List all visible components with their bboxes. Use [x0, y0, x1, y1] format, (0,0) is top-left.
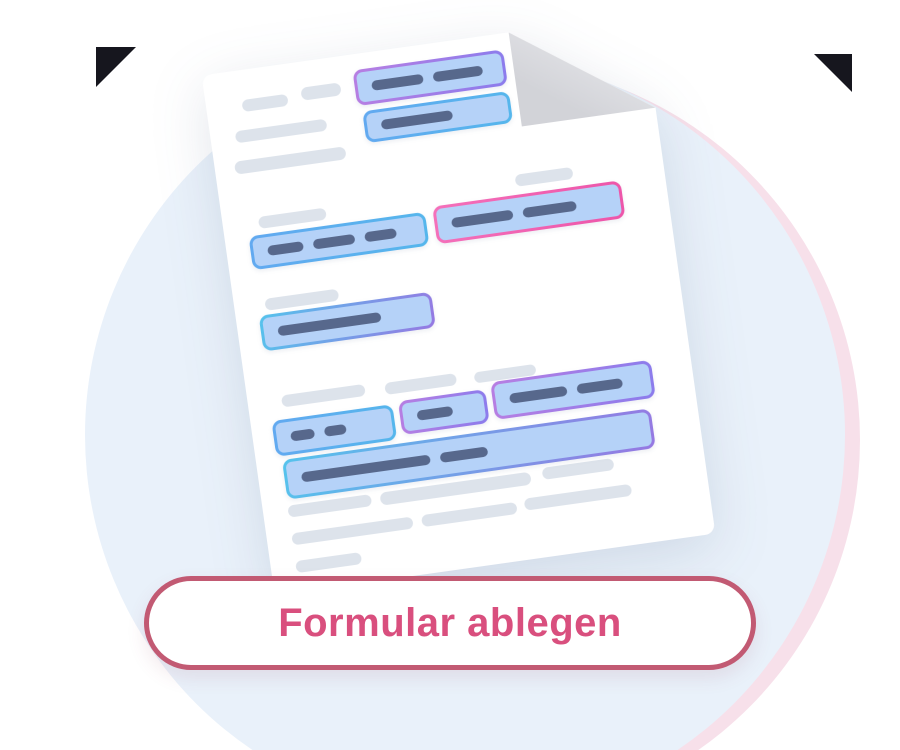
field-value-dash: [509, 386, 568, 404]
field-value-dash: [267, 241, 304, 256]
placeholder-line: [515, 167, 574, 187]
corner-triangle-right: [814, 54, 852, 92]
field-value-dash: [290, 428, 315, 441]
field-value-dash: [301, 454, 431, 482]
field-value-dash: [313, 234, 356, 250]
field-value-dash: [522, 201, 577, 218]
field-value-dash: [432, 65, 483, 82]
field-value-dash: [451, 210, 514, 229]
placeholder-line: [384, 373, 457, 395]
placeholder-line: [300, 82, 341, 100]
field-value-dash: [439, 446, 488, 463]
placeholder-line: [295, 552, 362, 573]
placeholder-line: [235, 119, 328, 144]
field-value-dash: [371, 74, 424, 91]
placeholder-line: [258, 208, 327, 229]
file-form-button[interactable]: Formular ablegen: [144, 576, 756, 670]
field-value-dash: [324, 424, 347, 437]
form-field: [432, 180, 625, 244]
field-value-dash: [277, 312, 381, 336]
placeholder-line: [241, 94, 288, 112]
field-value-dash: [364, 228, 397, 242]
placeholder-line: [524, 484, 633, 511]
form-field: [398, 389, 490, 435]
field-value-dash: [381, 110, 454, 130]
field-value-dash: [416, 406, 453, 421]
placeholder-line: [281, 384, 366, 408]
document-page: [202, 14, 716, 596]
form-field-fill: [436, 184, 623, 241]
placeholder-line: [291, 517, 413, 546]
corner-triangle-left: [96, 47, 136, 87]
form-field-fill: [401, 393, 486, 432]
page-fold-corner-icon: [509, 14, 656, 127]
form-document-illustration: [202, 14, 716, 596]
placeholder-line: [421, 502, 518, 527]
placeholder-line: [234, 146, 347, 174]
field-value-dash: [576, 378, 623, 394]
